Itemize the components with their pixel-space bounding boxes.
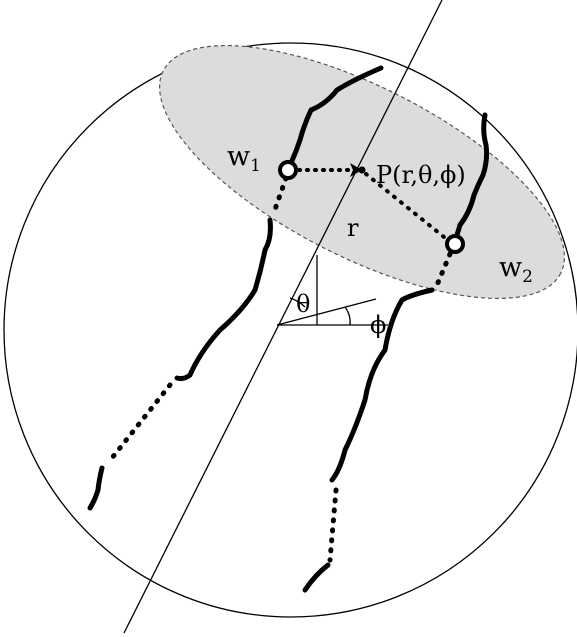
sphere-outline: [3, 42, 577, 618]
walk-1-dotted-upper: [270, 175, 289, 218]
connectors: [297, 168, 446, 239]
walk-2-dotted-upper: [434, 251, 453, 288]
arrowhead-icon: [350, 163, 362, 177]
angle-construction: [276, 255, 388, 326]
point-label: P(r,θ,ϕ): [376, 161, 466, 189]
r-label: r: [347, 214, 359, 242]
w1-label: w1: [227, 141, 261, 176]
walk-2-end: [302, 562, 331, 593]
shaded-plane: [158, 44, 566, 300]
theta-arc: [289, 297, 306, 308]
phi-arc: [344, 306, 351, 326]
walk-1-dotted-lower: [105, 382, 173, 466]
phi-label: ϕ: [370, 311, 386, 339]
walk-1-end: [87, 465, 105, 511]
w1-circle: [278, 160, 298, 180]
walk-2-upper: [453, 112, 490, 241]
walk-2-dotted-lower: [327, 487, 339, 563]
point-p-dot: [358, 166, 366, 174]
walk-2-middle: [329, 287, 435, 483]
w2-circle: [445, 234, 465, 254]
theta-label: θ: [296, 290, 310, 318]
axis-line: [123, 0, 443, 634]
walk-curves: [87, 65, 490, 593]
walk-1-middle: [174, 217, 273, 382]
p-to-w2-connector: [364, 172, 446, 239]
walk-1-upper: [288, 65, 384, 166]
phi-reference-line: [276, 298, 377, 326]
w2-label: w2: [499, 252, 533, 287]
